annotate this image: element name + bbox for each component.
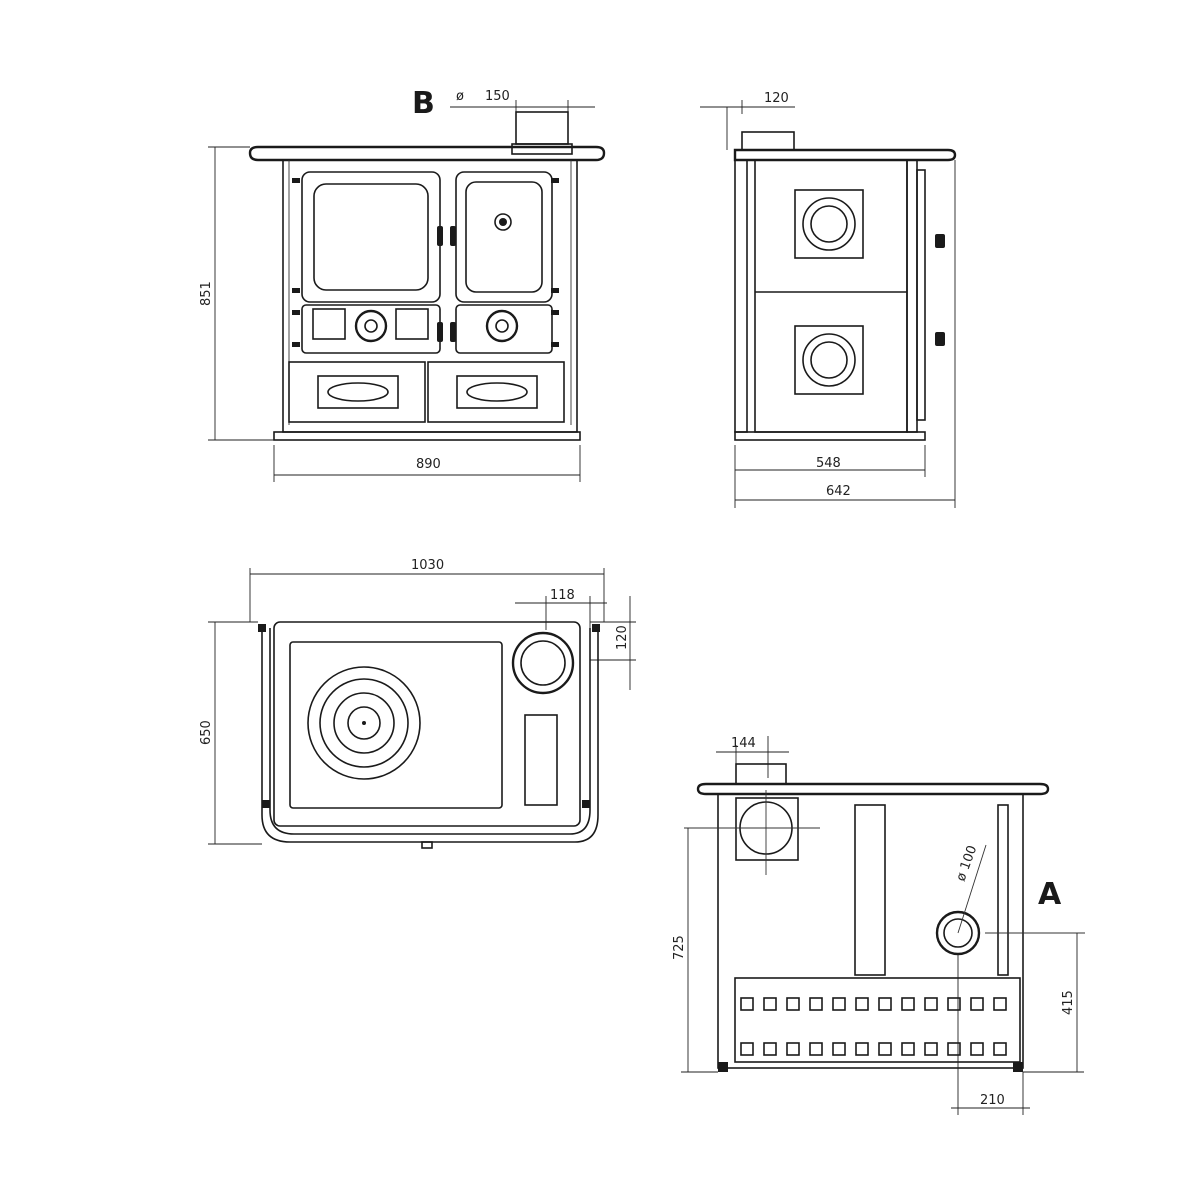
side-view: 120 548 642 [700, 91, 957, 508]
top-view: 1030 118 120 650 [199, 558, 636, 849]
top-depth-dim: 650 [199, 720, 214, 745]
rear-height-dim: 725 [672, 935, 687, 960]
top-width-dim: 1030 [411, 558, 444, 573]
front-height-dim: 851 [199, 281, 214, 306]
front-flue-diameter-symbol: ø [456, 89, 464, 104]
rear-outlet-diameter-dim: ø 100 [954, 844, 981, 884]
label-b: B [412, 86, 435, 121]
front-flue-diameter-value: 150 [485, 89, 510, 104]
side-flue-offset-dim: 120 [764, 91, 789, 106]
front-view: B ø 150 [199, 86, 606, 482]
rear-outlet-height-dim: 415 [1061, 990, 1076, 1015]
rear-flue-width-dim: 144 [731, 736, 756, 751]
front-width-dim: 890 [416, 457, 441, 472]
label-a: A [1038, 877, 1062, 912]
top-flue-offset-y-dim: 120 [615, 625, 630, 650]
rear-view: 144 ø 100 A [672, 736, 1085, 1115]
side-depth-total-dim: 642 [826, 484, 851, 499]
side-depth-inner-dim: 548 [816, 456, 841, 471]
top-flue-offset-x-dim: 118 [550, 588, 575, 603]
rear-outlet-offset-dim: 210 [980, 1093, 1005, 1108]
